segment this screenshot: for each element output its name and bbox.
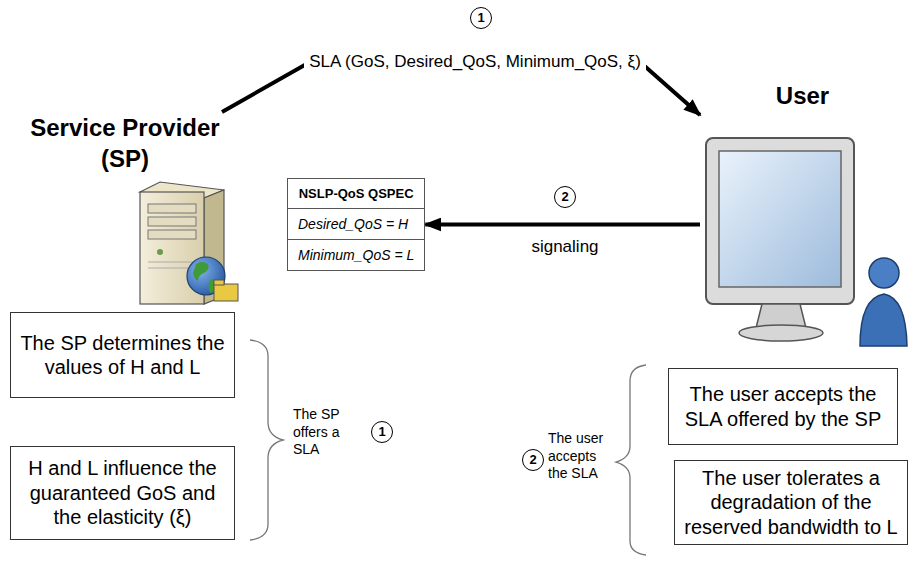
- note-text: The SP offers a SLA: [293, 406, 365, 459]
- table-row: Minimum_QoS = L: [288, 240, 424, 270]
- node-text: The user accepts the SLA offered by the …: [675, 382, 891, 431]
- table-row: Desired_QoS = H: [288, 209, 424, 240]
- note-box: H and L influence the guaranteed GoS and…: [10, 446, 235, 540]
- edge-label: SLA (GoS, Desired_QoS, Minimum_QoS, ξ): [304, 52, 646, 72]
- note-text: The user accepts the SLA: [548, 430, 610, 483]
- arrow-connector: [425, 223, 700, 227]
- node-text: The SP determines the values of H and L: [17, 331, 228, 380]
- actor-label: Service Provider (SP): [20, 112, 230, 174]
- person-icon: [860, 258, 907, 346]
- edge-label: signaling: [526, 237, 603, 257]
- monitor-icon: [706, 138, 854, 341]
- node-text: The user tolerates a degradation of the …: [681, 466, 901, 539]
- node-text: Service Provider (SP): [20, 112, 230, 174]
- brace: [250, 340, 283, 540]
- note-box: The user accepts the SLA offered by the …: [668, 368, 898, 445]
- callout-number: 1: [371, 421, 393, 443]
- table-header: NSLP-QoS QSPEC: [288, 179, 424, 209]
- qspec-table: NSLP-QoS QSPECDesired_QoS = HMinimum_QoS…: [287, 178, 425, 271]
- note-box: The user tolerates a degradation of the …: [674, 460, 908, 545]
- callout-number: 1: [470, 7, 492, 29]
- actor-label: User: [700, 80, 905, 350]
- brace: [616, 365, 646, 555]
- node-text: User: [700, 80, 905, 111]
- server-icon: [140, 182, 238, 304]
- callout-number: 2: [522, 449, 544, 471]
- callout-number: 2: [554, 186, 576, 208]
- note-box: The SP determines the values of H and L: [10, 312, 235, 398]
- node-text: H and L influence the guaranteed GoS and…: [17, 456, 228, 529]
